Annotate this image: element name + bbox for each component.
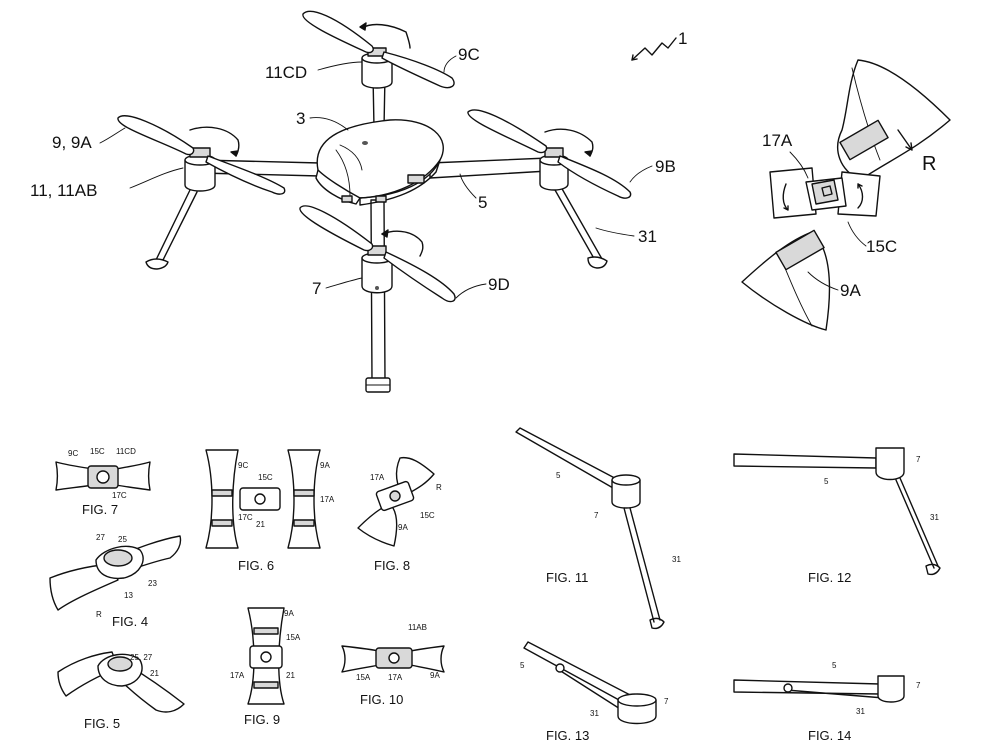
fig12-label-5: 5 (824, 477, 829, 486)
fig8-label-9a: 9A (398, 523, 408, 532)
label-31: 31 (638, 227, 657, 246)
fig6-label-17c: 17C (238, 513, 253, 522)
left-landing-leg (145, 189, 198, 270)
ref-1-label: 1 (678, 29, 687, 48)
top-motor-assembly (302, 10, 455, 89)
fig-14: 5 7 31 FIG. 14 (733, 661, 921, 743)
main-drone-figure: 1 (30, 10, 687, 393)
fig10-label-17a: 17A (388, 673, 403, 682)
fig6-caption: FIG. 6 (238, 558, 274, 573)
fig14-label-31: 31 (856, 707, 865, 716)
label-5: 5 (478, 193, 487, 212)
fig4-label-23: 23 (148, 579, 157, 588)
fig7-label-17c: 17C (112, 491, 127, 500)
inset-label-17a: 17A (762, 131, 793, 150)
fig12-label-7: 7 (916, 455, 921, 464)
fig10-label-9a: 9A (430, 671, 440, 680)
fig5-caption: FIG. 5 (84, 716, 120, 731)
fig4-label-13: 13 (124, 591, 133, 600)
fig7-caption: FIG. 7 (82, 502, 118, 517)
fig10-label-15a: 15A (356, 673, 371, 682)
fig6-label-21: 21 (256, 520, 265, 529)
bottom-motor-assembly (299, 205, 456, 303)
fig11-caption: FIG. 11 (546, 570, 588, 585)
fig5-label-25-27: 25, 27 (130, 653, 153, 662)
label-3: 3 (296, 109, 305, 128)
fig11-label-5: 5 (556, 471, 561, 480)
fig5-label-21: 21 (150, 669, 159, 678)
fig8-caption: FIG. 8 (374, 558, 410, 573)
fig6-label-9c: 9C (238, 461, 248, 470)
fig6-label-9a: 9A (320, 461, 330, 470)
fig4-label-25: 25 (118, 535, 127, 544)
fig-6: 9C 15C 17C 21 9A 17A FIG. 6 (205, 449, 335, 573)
fig6-label-17a: 17A (320, 495, 335, 504)
fig11-label-7: 7 (594, 511, 599, 520)
fig-7: 9C 15C 11CD 17C FIG. 7 (55, 447, 151, 517)
ref-numeral-1: 1 (631, 29, 687, 61)
drone-body (315, 119, 444, 206)
fig13-label-7: 7 (664, 697, 669, 706)
fig12-label-31: 31 (930, 513, 939, 522)
label-11cd: 11CD (265, 63, 307, 82)
label-11-11ab: 11, 11AB (30, 181, 97, 200)
label-9b: 9B (655, 157, 676, 176)
fig7-label-11cd: 11CD (116, 447, 136, 456)
fig-11: 5 7 31 FIG. 11 (515, 427, 681, 630)
inset-label-r: R (922, 153, 936, 175)
fig4-label-27: 27 (96, 533, 105, 542)
fig10-caption: FIG. 10 (360, 692, 403, 707)
fig-10: 11AB 15A 17A 9A FIG. 10 (341, 623, 445, 707)
fig14-label-5: 5 (832, 661, 837, 670)
fig8-label-17a: 17A (370, 473, 385, 482)
fig11-label-31: 31 (672, 555, 681, 564)
bottom-foot (365, 377, 391, 393)
fig-9: 9A 15A 17A 21 FIG. 9 (230, 607, 301, 727)
fig8-label-15c: 15C (420, 511, 435, 520)
fig14-caption: FIG. 14 (808, 728, 851, 743)
fig13-label-31: 31 (590, 709, 599, 718)
fig6-label-15c: 15C (258, 473, 273, 482)
fig4-caption: FIG. 4 (112, 614, 148, 629)
fig-8: 17A R 15C 9A FIG. 8 (357, 456, 442, 573)
inset-label-9a: 9A (840, 281, 861, 300)
fig12-caption: FIG. 12 (808, 570, 851, 585)
label-9-9a: 9, 9A (52, 133, 92, 152)
label-9c: 9C (458, 45, 480, 64)
fig13-label-5: 5 (520, 661, 525, 670)
fig9-caption: FIG. 9 (244, 712, 280, 727)
fig7-label-9c: 9C (68, 449, 78, 458)
fig-4: 27 25 23 13 R FIG. 4 (49, 533, 182, 629)
label-9d: 9D (488, 275, 510, 294)
detail-inset: 17A R 15C 9A (741, 59, 951, 331)
fig-13: 5 31 7 FIG. 13 (520, 641, 669, 743)
main-labels: 9, 9A 11, 11AB 11CD 3 9C 5 9B 31 7 9D (30, 45, 676, 299)
fig9-label-21: 21 (286, 671, 295, 680)
fig7-label-15c: 15C (90, 447, 105, 456)
fig14-label-7: 7 (916, 681, 921, 690)
fig-12: 5 7 31 FIG. 12 (733, 447, 941, 585)
fig9-label-17a: 17A (230, 671, 245, 680)
inset-label-15c: 15C (866, 237, 897, 256)
fig-5: 25, 27 21 FIG. 5 (57, 651, 185, 731)
left-motor-assembly (117, 115, 286, 195)
fig9-label-9a: 9A (284, 609, 294, 618)
fig8-label-r: R (436, 483, 442, 492)
fig9-label-15a: 15A (286, 633, 301, 642)
right-motor-assembly (467, 109, 632, 199)
fig4-label-r: R (96, 610, 102, 619)
fig13-caption: FIG. 13 (546, 728, 589, 743)
label-7: 7 (312, 279, 321, 298)
fig10-label-11ab: 11AB (408, 623, 427, 632)
right-landing-leg (554, 186, 608, 269)
